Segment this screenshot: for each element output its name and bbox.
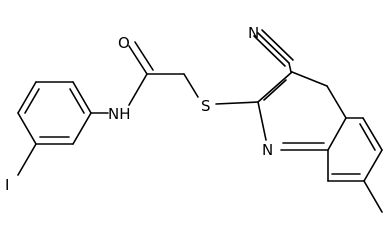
phenyl-bond-1 xyxy=(72,81,92,114)
nitrile-c-to-ring-bond xyxy=(288,62,292,73)
carbonyl-double-bond-1 xyxy=(128,45,148,75)
phenyl-double-bond-1 xyxy=(69,88,85,114)
amide-nh-label: NH xyxy=(108,105,131,123)
bonds xyxy=(17,29,383,213)
c2-s-bond xyxy=(215,101,259,105)
nitrile-triple-bond-2 xyxy=(261,29,294,61)
c3-c4-bond xyxy=(291,71,328,87)
s-ch2-bond xyxy=(183,73,199,98)
methyl-bond xyxy=(363,180,383,213)
phenyl-bond-6 xyxy=(72,112,92,145)
c5-c6-double-bond xyxy=(359,123,376,151)
c3-c2-bond xyxy=(257,71,293,103)
nitrile-triple-bond-1 xyxy=(257,32,290,64)
phenyl-bond-3 xyxy=(17,81,37,114)
c6-c7-bond xyxy=(363,149,383,182)
chemical-structure-diagram: O NH N S N I xyxy=(5,24,383,213)
c4a-c8a-bond xyxy=(327,117,347,151)
nitrile-nitrogen-label: N xyxy=(248,24,259,42)
sulfur-label: S xyxy=(201,97,211,115)
c5-c6-bond xyxy=(362,117,383,151)
oxygen-label: O xyxy=(118,34,130,52)
ring-nitrogen-label: N xyxy=(262,141,273,159)
carbonyl-n-bond xyxy=(128,73,148,106)
c3-c2-double-bond xyxy=(263,79,287,101)
phenyl-bond-4 xyxy=(17,112,37,145)
iodine-label: I xyxy=(5,176,9,194)
c-i-bond xyxy=(17,143,37,176)
structure-canvas: O NH N S N I xyxy=(5,24,383,213)
c2-n1-bond xyxy=(257,101,267,141)
nitrile-triple-bond-3 xyxy=(253,35,286,67)
atom-labels: O NH N S N I xyxy=(5,24,273,194)
phenyl-double-bond-3 xyxy=(24,88,40,114)
carbonyl-double-bond-2 xyxy=(134,41,154,71)
c4-c4a-bond xyxy=(326,85,347,119)
